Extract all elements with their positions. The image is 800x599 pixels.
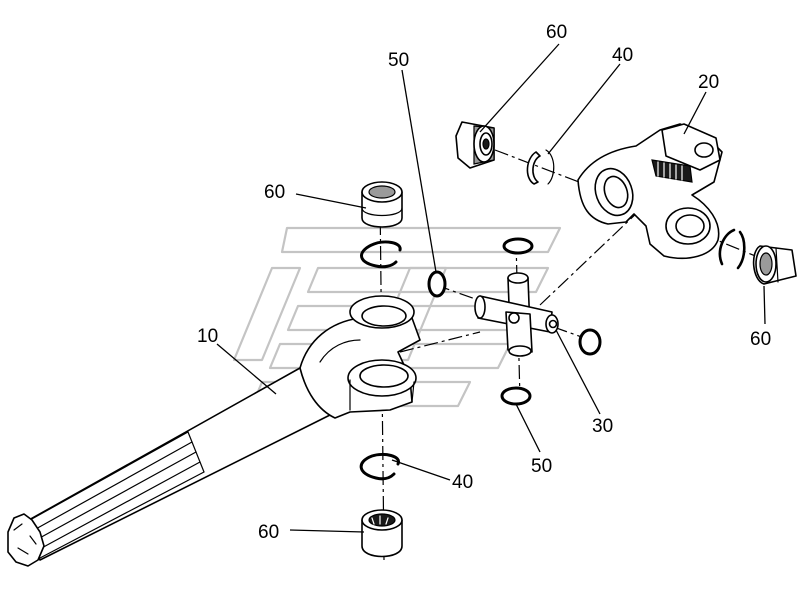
- bearing-cup-part-60-left: [361, 181, 403, 228]
- flange-yoke-part-20: [577, 123, 723, 260]
- callout-10: 10: [197, 326, 218, 347]
- bearing-cup-part-60-bottom: [361, 509, 403, 558]
- seal-ring-part-50-left: [427, 270, 447, 298]
- bearing-cup-part-60-right: [752, 245, 797, 285]
- callout-60-right: 60: [750, 329, 771, 350]
- seal-ring-part-50-top: [502, 237, 534, 255]
- callout-50-top: 50: [388, 50, 409, 71]
- callout-20: 20: [698, 72, 719, 93]
- snap-ring-part-40-bottom: [359, 452, 401, 481]
- leader-lines: [216, 43, 766, 533]
- callout-40-top: 40: [612, 45, 633, 66]
- seal-ring-part-50-right: [578, 328, 602, 356]
- assembly-centerlines: [379, 149, 771, 561]
- callout-40-bottom: 40: [452, 472, 473, 493]
- callout-60-top-right: 60: [546, 22, 567, 43]
- cross-spider-part-30: [474, 272, 559, 357]
- bearing-cup-part-60-top-right: [455, 121, 495, 169]
- callout-60-bottom: 60: [258, 522, 279, 543]
- callout-60-left: 60: [264, 182, 285, 203]
- callout-30: 30: [592, 416, 613, 437]
- callout-labels: 60 40 20 50 60 10 60 30 50 40 60: [197, 22, 771, 543]
- shaft-yoke-part-10: [7, 295, 421, 567]
- snap-ring-part-40-left: [360, 240, 402, 269]
- snap-ring-part-40-top: [526, 149, 555, 185]
- callout-50-bottom: 50: [531, 456, 552, 477]
- snap-ring-part-40-right: [718, 228, 746, 270]
- seal-ring-part-50-bottom: [500, 386, 532, 406]
